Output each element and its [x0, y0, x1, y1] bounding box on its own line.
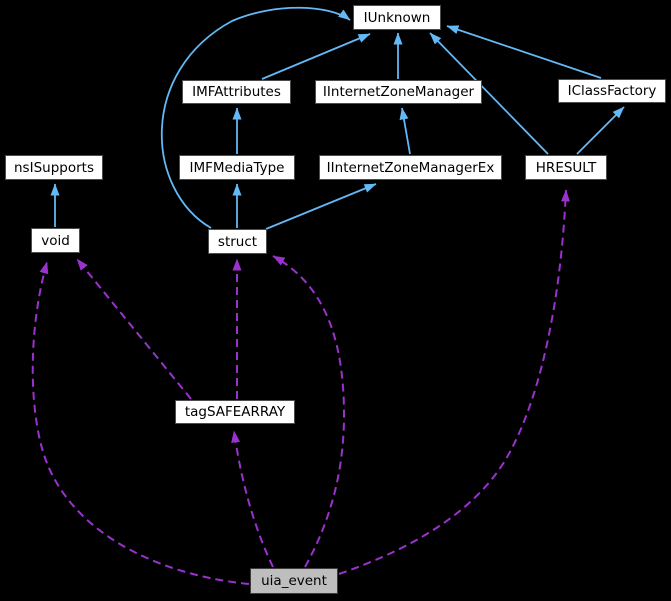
- node-nsisupports[interactable]: nsISupports: [5, 155, 103, 180]
- node-iinternetzonemanagerex[interactable]: IInternetZoneManagerEx: [319, 155, 502, 180]
- edge-hresult-iunknown: [429, 32, 549, 155]
- node-iunknown[interactable]: IUnknown: [353, 5, 441, 30]
- edge-uiaevent-void: [31, 261, 250, 585]
- edge-uiaevent-hresult: [338, 189, 570, 575]
- node-void[interactable]: void: [31, 228, 80, 253]
- edge-uiaevent-struct: [272, 255, 346, 568]
- edge-iinternetzonemanagerex-iinternetzonemanager: [399, 107, 411, 155]
- node-tagsafearray[interactable]: tagSAFEARRAY: [175, 400, 295, 424]
- node-iinternetzonemanager[interactable]: IInternetZoneManager: [315, 80, 482, 104]
- edge-iclassfactory-iunknown: [446, 25, 602, 79]
- node-imfattributes[interactable]: IMFAttributes: [182, 80, 291, 104]
- edge-struct-iinternetzonemanagerex: [265, 183, 377, 230]
- node-imfmediatype[interactable]: IMFMediaType: [179, 155, 295, 180]
- node-struct[interactable]: struct: [208, 229, 267, 254]
- edge-imfattributes-iunknown: [261, 33, 371, 80]
- edge-struct-iunknown: [160, 6, 351, 229]
- edge-tagsafearray-void: [76, 258, 192, 400]
- edge-hresult-iclassfactory: [576, 106, 625, 155]
- node-uia-event: uia_event: [250, 568, 338, 594]
- node-iclassfactory[interactable]: IClassFactory: [558, 79, 666, 103]
- node-hresult[interactable]: HRESULT: [525, 155, 607, 180]
- edge-uiaevent-tagsafearray: [231, 430, 274, 568]
